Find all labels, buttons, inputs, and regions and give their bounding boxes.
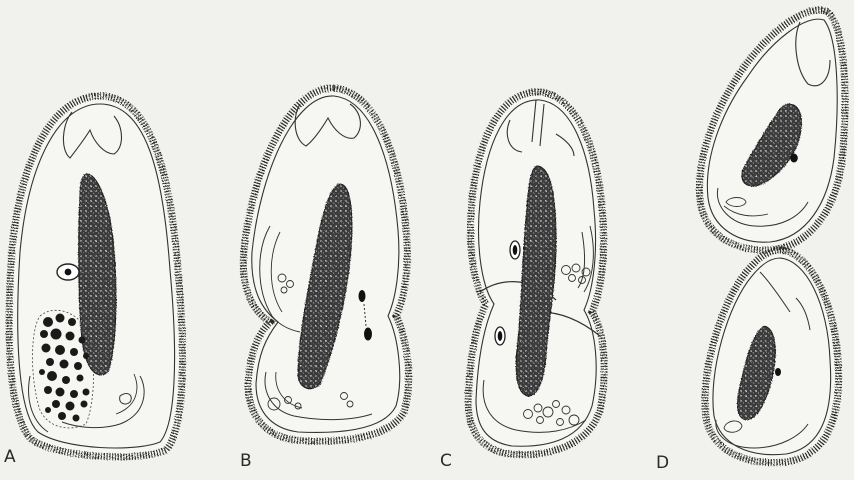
panel-d: D [656,10,845,473]
cell-a-food-vacuole [55,345,65,355]
cell-a-food-vacuole [81,401,88,408]
cell-c-micronucleus-lower-core [498,331,503,341]
cell-a-food-vacuole [77,375,84,382]
cell-a-food-vacuole [74,362,82,370]
cell-a-food-vacuole [83,353,89,359]
panel-label-b: B [240,451,252,471]
cell-a-food-vacuole [56,388,65,397]
cell-a-food-vacuole [79,337,86,344]
cell-a-food-vacuole [51,329,62,340]
panel-label-d: D [656,453,669,473]
cell-a-food-vacuole [66,332,75,341]
cell-d-lower-micronucleus [775,368,781,376]
panel-a: A [4,96,182,467]
cell-d-upper-micronucleus [790,154,798,163]
cell-a-food-vacuole [83,389,90,396]
cell-a-food-vacuole [40,330,48,338]
cell-c-micronucleus-upper-core [513,245,518,255]
cell-a-food-vacuole [62,376,70,384]
cell-a-food-vacuole [56,314,65,323]
cell-a-micronucleus-core [65,269,72,276]
cell-a-food-vacuole [68,318,76,326]
cell-a-food-vacuole [73,415,80,422]
cell-a-food-vacuole [46,358,54,366]
cell-b-micronucleus-lower [364,328,372,341]
cell-b-micronucleus-upper [359,290,366,302]
cell-a-food-vacuole [70,348,78,356]
panel-label-a: A [4,447,16,467]
cell-a-food-vacuole [52,400,60,408]
cell-a-food-vacuole [47,371,57,381]
panel-c: C [440,92,604,471]
cell-a-food-vacuole [58,412,66,420]
cell-a-food-vacuole [42,344,51,353]
cell-a-food-vacuole [44,386,52,394]
cell-a-food-vacuole [39,369,45,375]
cell-a-food-vacuole [60,360,69,369]
cell-a-food-vacuole [45,407,51,413]
panel-b: B [240,88,409,471]
cell-a-food-vacuole [43,317,53,327]
panel-label-c: C [440,451,452,471]
cell-a-food-vacuole [70,390,78,398]
cell-a-food-vacuole [66,402,75,411]
